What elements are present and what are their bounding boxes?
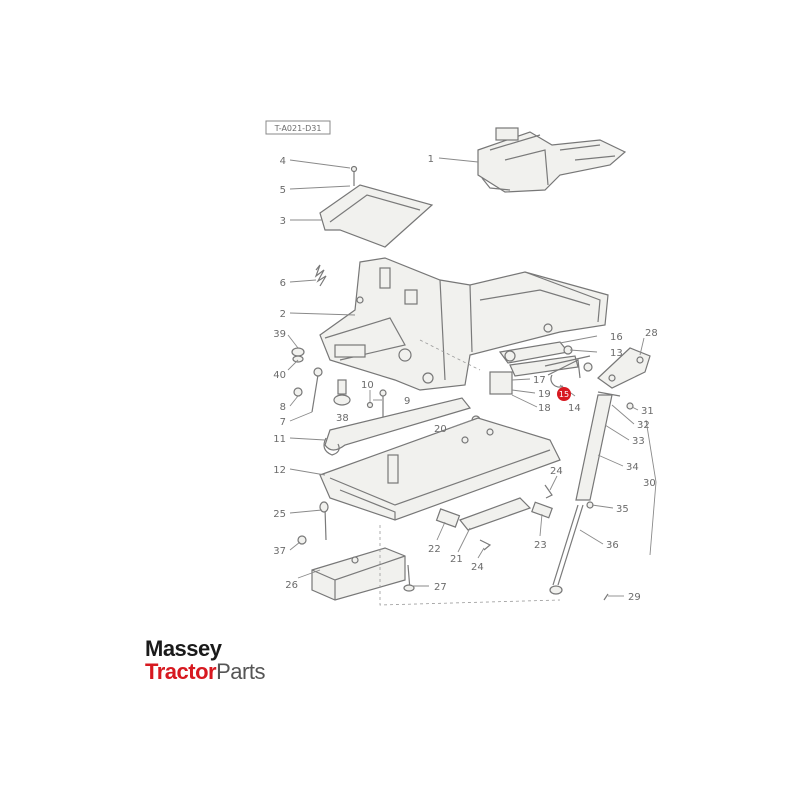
callout-12[interactable]: 12 bbox=[273, 465, 286, 476]
callout-6[interactable]: 6 bbox=[280, 278, 286, 289]
callout-23[interactable]: 23 bbox=[534, 540, 547, 551]
callout-1[interactable]: 1 bbox=[428, 154, 434, 165]
part-nut-39-40 bbox=[291, 347, 305, 363]
reference-code: T-A021-D31 bbox=[274, 124, 322, 133]
callout-8[interactable]: 8 bbox=[280, 402, 286, 413]
callout-20[interactable]: 20 bbox=[434, 424, 447, 435]
callout-9[interactable]: 9 bbox=[404, 396, 410, 407]
part-assembly-1 bbox=[477, 127, 627, 193]
callout-17[interactable]: 17 bbox=[533, 375, 546, 386]
part-clip-24a bbox=[544, 484, 553, 499]
callout-38[interactable]: 38 bbox=[336, 413, 349, 424]
callout-24b[interactable]: 24 bbox=[471, 562, 484, 573]
callout-14[interactable]: 14 bbox=[568, 403, 581, 414]
callout-4[interactable]: 4 bbox=[280, 156, 286, 167]
logo-line-1: Massey bbox=[145, 636, 222, 661]
logo-word-parts: Parts bbox=[216, 659, 265, 684]
callout-35[interactable]: 35 bbox=[616, 504, 629, 515]
callout-21[interactable]: 21 bbox=[450, 554, 463, 565]
callout-3[interactable]: 3 bbox=[280, 216, 286, 227]
callout-33[interactable]: 33 bbox=[632, 436, 645, 447]
part-bolt-9-10 bbox=[366, 389, 387, 420]
callout-25[interactable]: 25 bbox=[273, 509, 286, 520]
callout-10[interactable]: 10 bbox=[361, 380, 374, 391]
part-stabilizer-30-36 bbox=[549, 391, 634, 601]
leader-lines bbox=[287, 157, 657, 597]
callout-15[interactable]: 15 bbox=[559, 390, 569, 399]
part-drawbar-block-26 bbox=[311, 547, 406, 601]
callout-19[interactable]: 19 bbox=[538, 389, 551, 400]
logo-line-2: TractorParts bbox=[145, 660, 315, 684]
callout-11[interactable]: 11 bbox=[273, 434, 286, 445]
callout-40[interactable]: 40 bbox=[273, 370, 286, 381]
callout-31[interactable]: 31 bbox=[641, 406, 654, 417]
logo-word-tractor: Tractor bbox=[145, 659, 217, 684]
callout-13[interactable]: 13 bbox=[610, 348, 623, 359]
callout-18[interactable]: 18 bbox=[538, 403, 551, 414]
part-clip-24b bbox=[479, 539, 492, 551]
part-pins-21-22 bbox=[435, 497, 553, 531]
part-links-13-16 bbox=[498, 341, 593, 377]
part-main-frame-2 bbox=[319, 257, 609, 391]
callout-24a[interactable]: 24 bbox=[550, 466, 563, 477]
callout-22[interactable]: 22 bbox=[428, 544, 441, 555]
callout-7[interactable]: 7 bbox=[280, 417, 286, 428]
callout-36[interactable]: 36 bbox=[606, 540, 619, 551]
part-pin-7-8 bbox=[293, 367, 323, 413]
part-drawbar-frame-12 bbox=[319, 417, 561, 521]
callout-26[interactable]: 26 bbox=[285, 580, 298, 591]
part-pin-25 bbox=[319, 501, 329, 541]
callout-39[interactable]: 39 bbox=[273, 329, 286, 340]
callout-32[interactable]: 32 bbox=[637, 420, 650, 431]
guide-lines bbox=[379, 339, 561, 606]
massey-tractor-parts-logo[interactable]: Massey TractorParts bbox=[145, 638, 315, 684]
callout-16[interactable]: 16 bbox=[610, 332, 623, 343]
part-clip-15 bbox=[544, 355, 591, 388]
part-cover-plate-3 bbox=[319, 165, 434, 248]
callout-29[interactable]: 29 bbox=[628, 592, 641, 603]
reference-code-box: T-A021-D31 bbox=[265, 120, 331, 135]
part-bolt-27 bbox=[403, 564, 415, 592]
callout-28[interactable]: 28 bbox=[645, 328, 658, 339]
highlight-marker[interactable] bbox=[557, 387, 571, 401]
callout-5[interactable]: 5 bbox=[280, 185, 286, 196]
callout-2[interactable]: 2 bbox=[280, 309, 286, 320]
callout-27[interactable]: 27 bbox=[434, 582, 447, 593]
part-nipple-38 bbox=[333, 379, 351, 406]
callout-30[interactable]: 30 bbox=[643, 478, 656, 489]
callout-labels: 1 2 3 4 5 6 7 8 9 10 11 12 13 14 15 16 1… bbox=[273, 154, 657, 603]
callout-37[interactable]: 37 bbox=[273, 546, 286, 557]
part-bracket-28 bbox=[597, 347, 651, 389]
part-block-17 bbox=[489, 371, 513, 395]
callout-34[interactable]: 34 bbox=[626, 462, 639, 473]
part-spring-6 bbox=[314, 264, 327, 287]
